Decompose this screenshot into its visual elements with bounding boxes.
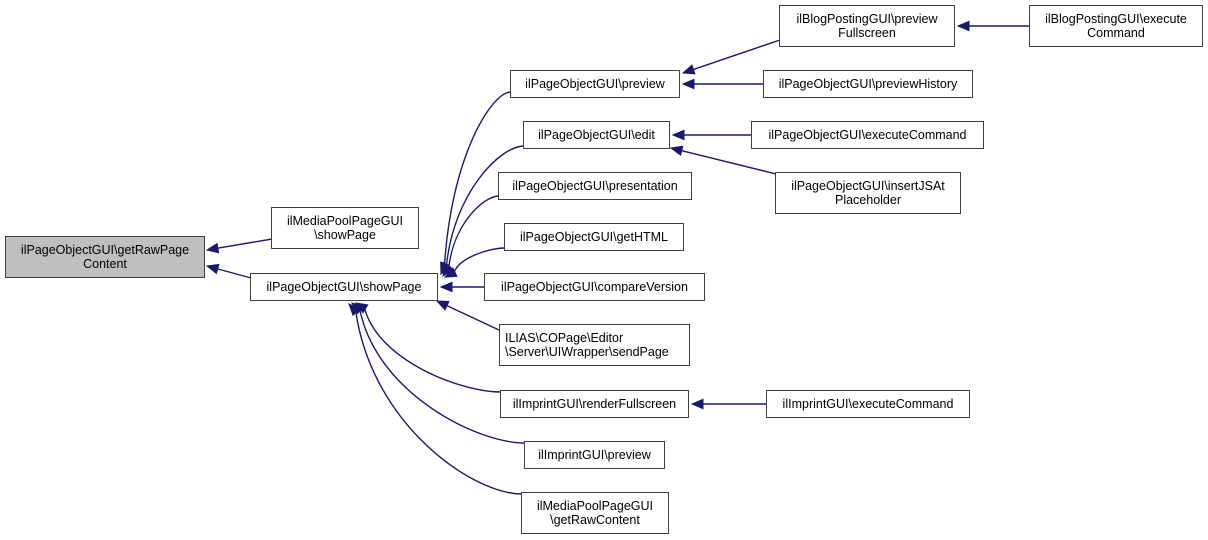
graph-node-mediaPoolShowPage[interactable]: ilMediaPoolPageGUI \showPage <box>271 207 419 249</box>
graph-node-insertJSAtPlaceholder[interactable]: ilPageObjectGUI\insertJSAt Placeholder <box>775 172 961 214</box>
graph-node-compareVersion[interactable]: ilPageObjectGUI\compareVersion <box>484 273 705 301</box>
graph-node-previewHistory[interactable]: ilPageObjectGUI\previewHistory <box>763 70 973 98</box>
graph-node-edit[interactable]: ilPageObjectGUI\edit <box>523 121 670 149</box>
graph-node-label: ilImprintGUI\renderFullscreen <box>512 397 677 411</box>
graph-node-mediaPoolGetRawContent[interactable]: ilMediaPoolPageGUI \getRawContent <box>521 492 669 534</box>
graph-node-label: ILIAS\COPage\Editor \Server\UIWrapper\se… <box>505 331 669 359</box>
graph-node-label: ilPageObjectGUI\compareVersion <box>501 280 688 294</box>
graph-node-label: ilPageObjectGUI\getHTML <box>520 230 668 244</box>
graph-node-label: ilPageObjectGUI\insertJSAt Placeholder <box>791 179 945 207</box>
graph-node-getHTML[interactable]: ilPageObjectGUI\getHTML <box>504 223 684 251</box>
graph-node-label: ilPageObjectGUI\edit <box>538 128 655 142</box>
graph-node-imprintPreview[interactable]: ilImprintGUI\preview <box>524 441 665 469</box>
graph-node-label: ilImprintGUI\preview <box>538 448 651 462</box>
graph-node-label: ilMediaPoolPageGUI \getRawContent <box>536 499 654 527</box>
graph-node-imprintExecuteCommand[interactable]: ilImprintGUI\executeCommand <box>766 390 970 418</box>
graph-node-blogExecuteCommand[interactable]: ilBlogPostingGUI\execute Command <box>1029 5 1203 47</box>
graph-node-presentation[interactable]: ilPageObjectGUI\presentation <box>498 172 692 200</box>
graph-node-sendPage[interactable]: ILIAS\COPage\Editor \Server\UIWrapper\se… <box>499 324 690 366</box>
graph-node-label: ilPageObjectGUI\previewHistory <box>778 77 958 91</box>
graph-node-getRawPageContent[interactable]: ilPageObjectGUI\getRawPage Content <box>5 236 205 278</box>
graph-node-label: ilImprintGUI\executeCommand <box>782 397 954 411</box>
graph-node-label: ilMediaPoolPageGUI \showPage <box>286 214 404 242</box>
graph-node-preview[interactable]: ilPageObjectGUI\preview <box>510 70 680 98</box>
graph-node-renderFullscreen[interactable]: ilImprintGUI\renderFullscreen <box>500 390 689 418</box>
graph-node-blogPreviewFullscreen[interactable]: ilBlogPostingGUI\preview Fullscreen <box>779 5 955 47</box>
graph-node-showPage[interactable]: ilPageObjectGUI\showPage <box>250 273 438 301</box>
graph-node-pageExecuteCommand[interactable]: ilPageObjectGUI\executeCommand <box>751 121 984 149</box>
graph-node-label: ilPageObjectGUI\executeCommand <box>768 128 967 142</box>
graph-node-label: ilPageObjectGUI\showPage <box>266 280 422 294</box>
graph-node-label: ilPageObjectGUI\preview <box>525 77 665 91</box>
graph-node-label: ilBlogPostingGUI\execute Command <box>1045 12 1187 40</box>
graph-node-label: ilPageObjectGUI\getRawPage Content <box>20 243 190 271</box>
graph-node-label: ilBlogPostingGUI\preview Fullscreen <box>796 12 938 40</box>
graph-node-label: ilPageObjectGUI\presentation <box>512 179 678 193</box>
